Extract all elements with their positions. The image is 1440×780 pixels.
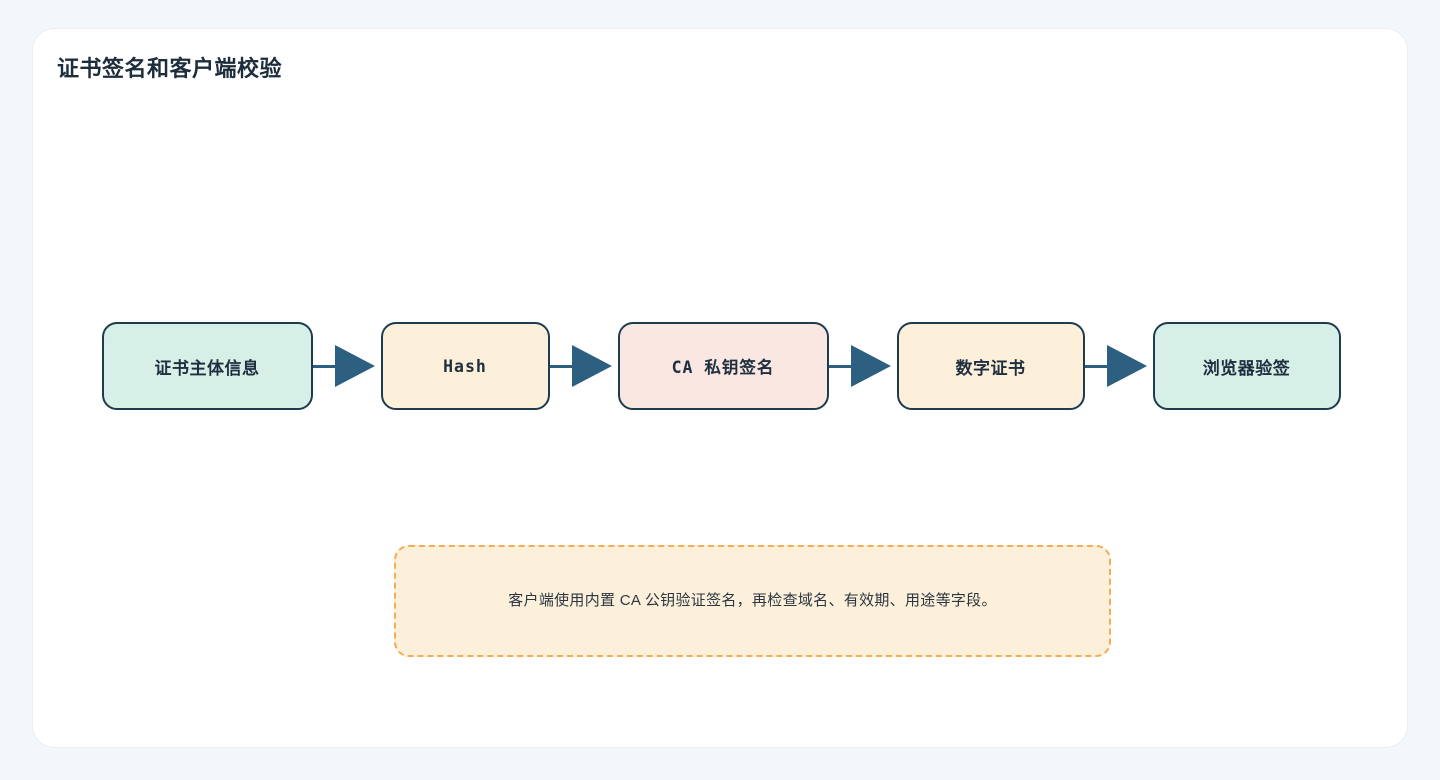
note-text: 客户端使用内置 CA 公钥验证签名，再检查域名、有效期、用途等字段。 <box>508 592 997 609</box>
flow-node-label: 浏览器验签 <box>1202 358 1291 378</box>
arrow-shaft <box>312 364 335 368</box>
flow-arrow-3-icon <box>828 322 897 410</box>
diagram-card: 证书签名和客户端校验 证书主体信息 Hash CA 私钥签名 数字证书 <box>32 28 1408 748</box>
flow-arrow-2-icon <box>549 322 618 410</box>
flow-node-label: 数字证书 <box>955 358 1026 378</box>
arrow-head <box>571 345 612 387</box>
flow-node-hash[interactable]: Hash <box>380 322 550 410</box>
flow-node-browser-verify[interactable]: 浏览器验签 <box>1152 322 1341 410</box>
arrow-shaft <box>549 364 572 368</box>
flow-arrow-4-icon <box>1084 322 1153 410</box>
arrow-head <box>850 345 891 387</box>
page-title: 证书签名和客户端校验 <box>57 56 283 81</box>
flow-arrow-1-icon <box>312 322 381 410</box>
flow-node-certificate[interactable]: 数字证书 <box>896 322 1085 410</box>
flow-node-subject-info[interactable]: 证书主体信息 <box>101 322 313 410</box>
arrow-shaft <box>1084 364 1107 368</box>
arrow-shaft <box>828 364 851 368</box>
flow-node-label: CA 私钥签名 <box>671 358 775 377</box>
arrow-head <box>334 345 375 387</box>
flow-node-label: Hash <box>443 356 487 376</box>
arrow-head <box>1106 345 1147 387</box>
flow-node-label: 证书主体信息 <box>154 358 260 378</box>
flow-diagram: 证书主体信息 Hash CA 私钥签名 数字证书 浏览器验签 <box>33 321 1409 411</box>
note-callout: 客户端使用内置 CA 公钥验证签名，再检查域名、有效期、用途等字段。 <box>394 545 1111 657</box>
flow-node-ca-sign[interactable]: CA 私钥签名 <box>617 322 829 410</box>
